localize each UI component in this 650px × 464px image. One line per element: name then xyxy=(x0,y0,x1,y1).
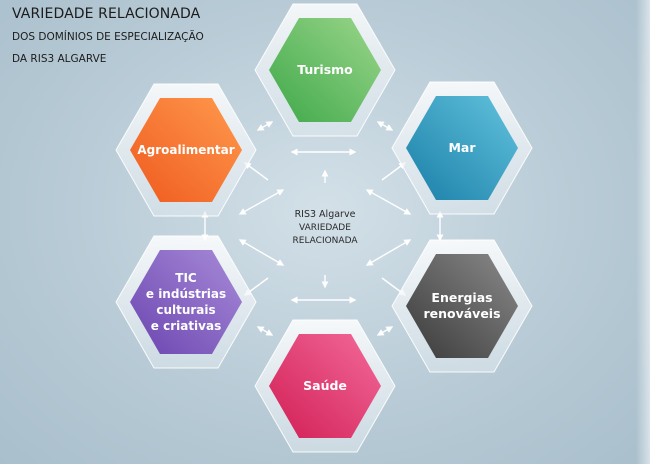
hex-mar-label: Mar xyxy=(448,140,476,155)
hex-saude-label: Saúde xyxy=(303,378,347,393)
diagram-title: VARIEDADE RELACIONADA xyxy=(12,6,201,22)
hex-saude-label-line: Saúde xyxy=(303,378,347,393)
hex-tic-label-line: e indústrias xyxy=(146,287,226,301)
center-label-line-3: RELACIONADA xyxy=(293,236,359,246)
arrow-energias-agro xyxy=(365,239,412,266)
arrow-tic-turismo xyxy=(238,239,285,266)
hex-mar-label-line: Mar xyxy=(448,140,476,155)
hex-tic-label: TIC e indústrias culturais e criativas xyxy=(146,271,226,333)
hex-turismo-label-line: Turismo xyxy=(297,62,353,77)
hex-energias-label-line: Energias xyxy=(431,290,492,305)
center-label-line-1: RIS3 Algarve xyxy=(295,209,356,220)
center-label-line-2: VARIEDADE xyxy=(299,223,351,233)
hex-tic-label-line: e criativas xyxy=(151,319,221,333)
arrow-agro-energias xyxy=(238,189,285,215)
arrow-tic-saude xyxy=(256,326,274,336)
hex-energias-label-line: renováveis xyxy=(423,306,500,321)
arrow-mar-tic xyxy=(365,189,412,215)
hex-agroalimentar: Agroalimentar xyxy=(115,83,257,217)
arrow-mar-saude xyxy=(381,162,407,181)
arrow-energias-saude xyxy=(376,326,394,336)
hex-agroalimentar-label-line: Agroalimentar xyxy=(137,143,234,157)
hex-mar: Mar xyxy=(391,81,533,215)
diagram-subtitle-line-2: DA RIS3 ALGARVE xyxy=(12,53,107,65)
hex-turismo-label: Turismo xyxy=(297,62,353,77)
arrow-saude-mar xyxy=(243,162,269,181)
hex-turismo: Turismo xyxy=(254,3,396,137)
right-edge-highlight xyxy=(636,0,650,464)
hex-tic-label-line: culturais xyxy=(156,303,215,317)
arrow-turismo-mar xyxy=(376,121,394,131)
hex-tic: TIC e indústrias culturais e criativas xyxy=(115,235,257,369)
hex-agroalimentar-label: Agroalimentar xyxy=(137,143,234,157)
hex-saude: Saúde xyxy=(254,319,396,453)
diagram-subtitle-line-1: DOS DOMÍNIOS DE ESPECIALIZAÇÃO xyxy=(12,31,204,43)
arrow-turismo-agroalimentar xyxy=(256,121,274,131)
hex-tic-label-line: TIC xyxy=(175,271,197,285)
